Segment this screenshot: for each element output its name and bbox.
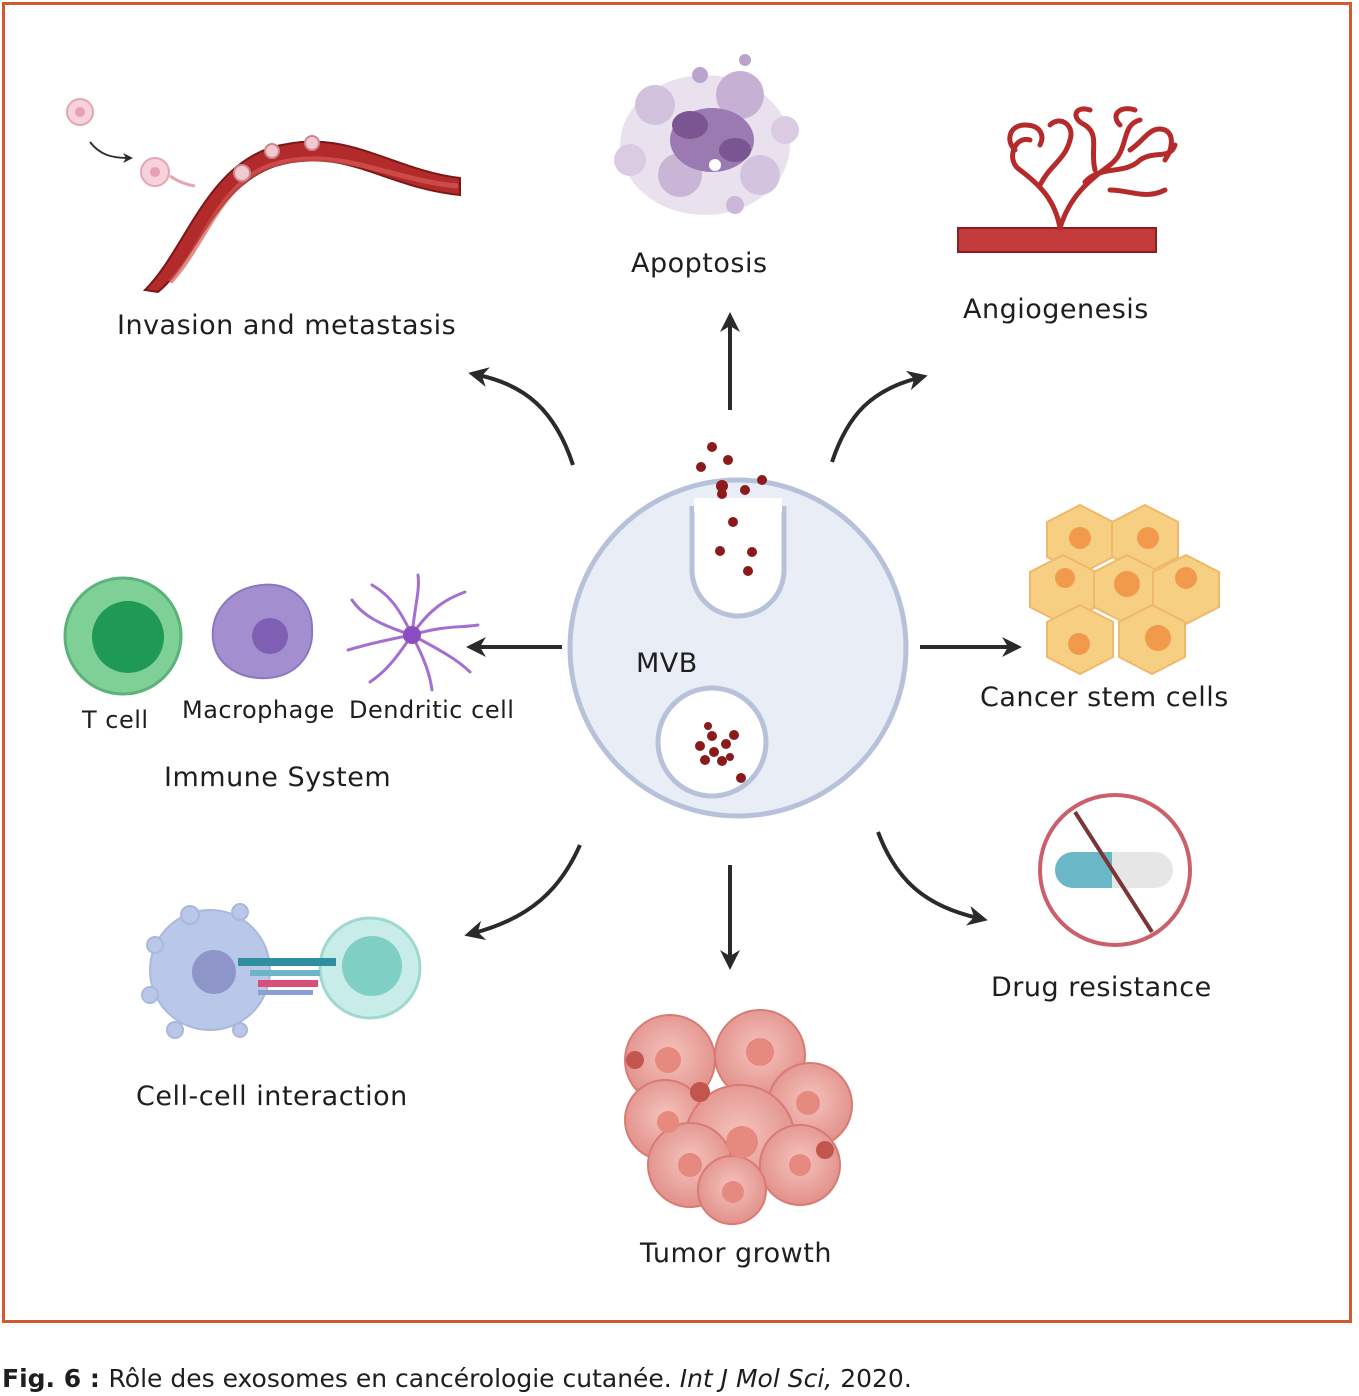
caption-separator: : bbox=[81, 1364, 109, 1393]
dendritic-cell-icon bbox=[346, 573, 480, 692]
tumor-growth-icon bbox=[624, 1009, 853, 1225]
label-tumor-growth: Tumor growth bbox=[640, 1238, 832, 1269]
arrow-drug-resistance bbox=[876, 831, 988, 926]
figure-caption: Fig. 6 : Rôle des exosomes en cancérolog… bbox=[2, 1364, 912, 1393]
label-angiogenesis: Angiogenesis bbox=[963, 294, 1149, 325]
caption-year: 2020. bbox=[832, 1364, 912, 1393]
label-mvb: MVB bbox=[636, 648, 698, 679]
blood-vessel-icon bbox=[66, 98, 461, 294]
arrow-angiogenesis bbox=[830, 370, 928, 463]
arrow-cell-interaction bbox=[464, 844, 582, 941]
macrophage-icon bbox=[211, 583, 314, 680]
caption-fig-number: Fig. 6 bbox=[2, 1364, 82, 1393]
figure-frame bbox=[2, 2, 1352, 1323]
label-t-cell: T cell bbox=[82, 706, 149, 734]
caption-journal: Int J Mol Sci, bbox=[679, 1364, 833, 1393]
label-dendritic-cell: Dendritic cell bbox=[349, 696, 515, 724]
apoptosis-icon bbox=[614, 54, 799, 215]
label-cancer-stem-cells: Cancer stem cells bbox=[980, 682, 1229, 713]
angiogenesis-icon bbox=[957, 106, 1178, 253]
cell-cell-interaction-icon bbox=[141, 903, 422, 1039]
exosome-particles bbox=[695, 442, 767, 783]
label-immune-system: Immune System bbox=[164, 762, 392, 793]
label-apoptosis: Apoptosis bbox=[631, 248, 768, 279]
drug-resistance-icon bbox=[1038, 793, 1192, 947]
label-drug-resistance: Drug resistance bbox=[991, 972, 1212, 1003]
arrow-invasion bbox=[468, 367, 575, 466]
caption-text: Rôle des exosomes en cancérologie cutané… bbox=[108, 1364, 680, 1393]
arrows bbox=[464, 312, 1022, 970]
mvb-cell bbox=[567, 477, 909, 819]
label-invasion: Invasion and metastasis bbox=[117, 310, 457, 341]
cancer-stem-cells-icon bbox=[1029, 503, 1220, 676]
t-cell-icon bbox=[63, 576, 183, 696]
label-cell-cell-interaction: Cell-cell interaction bbox=[136, 1081, 408, 1112]
label-macrophage: Macrophage bbox=[182, 696, 335, 724]
